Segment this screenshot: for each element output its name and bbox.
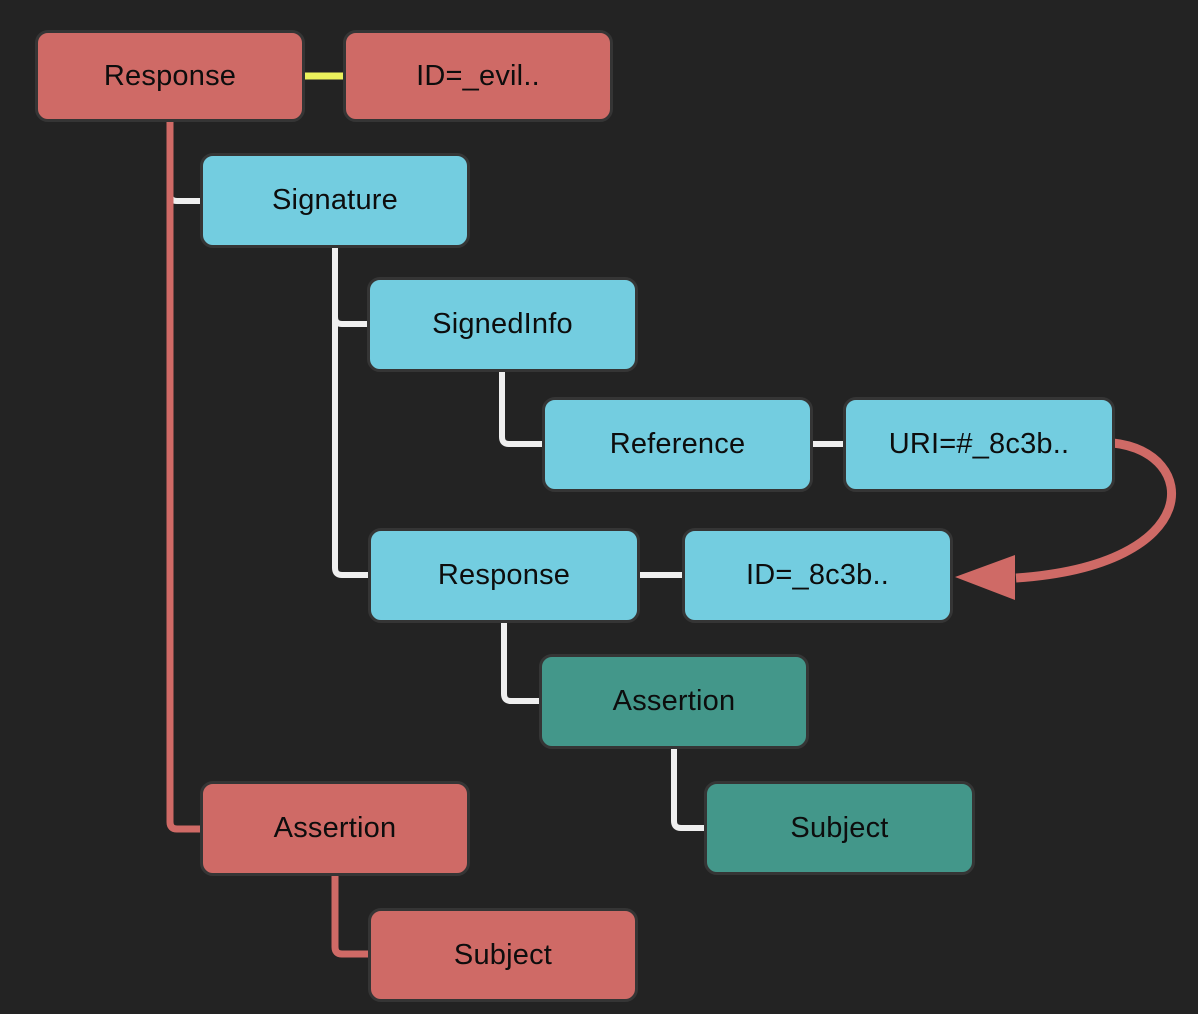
node-label-uri-8c3b: URI=#_8c3b..	[888, 428, 1070, 460]
node-label-response-evil: Response	[103, 59, 237, 92]
edge-response-signed-to-assertion	[501, 623, 539, 704]
node-label-subject-evil: Subject	[453, 938, 553, 971]
node-response-evil: Response	[35, 30, 305, 122]
edge-assertion-to-subject-evil	[331, 876, 368, 958]
node-label-reference: Reference	[609, 428, 746, 460]
node-subject-evil: Subject	[368, 908, 638, 1002]
node-label-id-8c3b: ID=_8c3b..	[745, 559, 890, 591]
node-id-evil: ID=_evil..	[343, 30, 613, 122]
node-label-id-evil: ID=_evil..	[416, 59, 540, 92]
node-label-subject-signed: Subject	[790, 811, 889, 844]
node-signedinfo: SignedInfo	[367, 277, 638, 372]
node-id-8c3b: ID=_8c3b..	[682, 528, 953, 623]
edge-signature-to-response-signed	[332, 248, 368, 578]
edge-signature-to-signedinfo	[332, 248, 367, 327]
node-label-assertion-signed: Assertion	[612, 685, 736, 717]
edge-signedinfo-to-reference	[499, 372, 542, 447]
edge-response-to-assertion-evil	[166, 122, 200, 833]
node-label-signature: Signature	[272, 184, 398, 216]
node-reference: Reference	[542, 397, 813, 492]
node-label-assertion-evil: Assertion	[273, 812, 397, 844]
edge-assertion-to-subject-signed	[671, 749, 704, 831]
node-assertion-evil: Assertion	[200, 781, 470, 876]
edge-response-to-signature	[167, 122, 200, 204]
node-label-signedinfo: SignedInfo	[432, 308, 573, 340]
node-response-signed: Response	[368, 528, 640, 623]
uri-to-id-arrowhead-icon	[955, 555, 1015, 600]
node-label-response-signed: Response	[437, 559, 571, 591]
node-assertion-signed: Assertion	[539, 654, 809, 749]
node-uri-8c3b: URI=#_8c3b..	[843, 397, 1115, 492]
node-subject-signed: Subject	[704, 781, 975, 875]
node-signature: Signature	[200, 153, 470, 248]
